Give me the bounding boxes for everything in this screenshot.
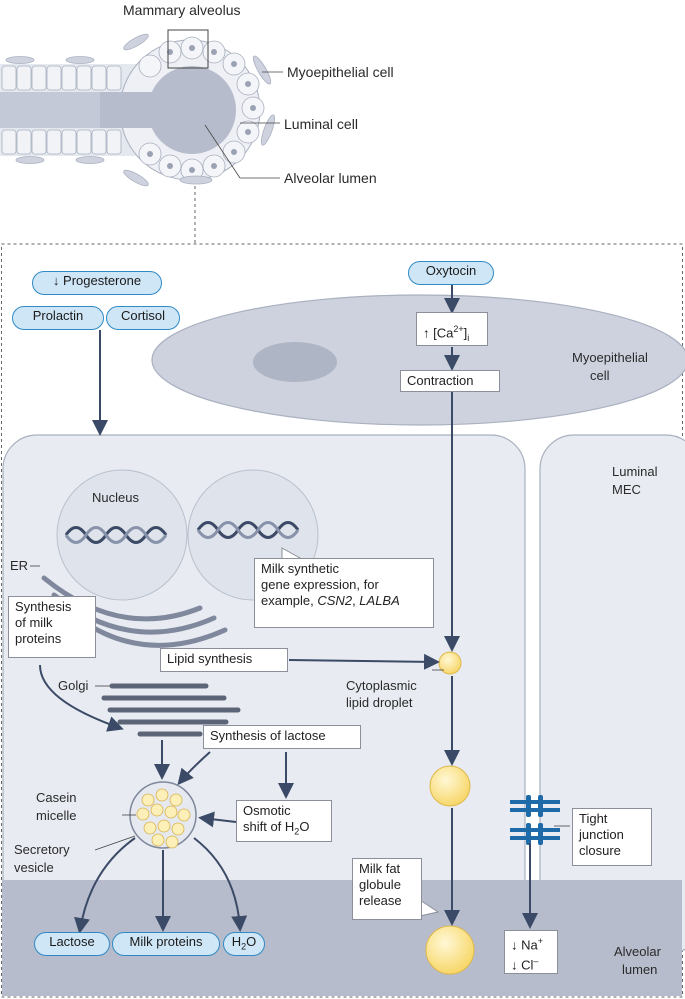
alveolus-inset bbox=[0, 29, 283, 244]
fat-line-2: globule bbox=[359, 877, 401, 892]
osmotic-o: O bbox=[299, 819, 310, 834]
luminal-mec-label-1: Luminal bbox=[612, 464, 658, 479]
osmotic-line-1: Osmotic bbox=[243, 803, 291, 818]
lipid-droplet-growing bbox=[429, 765, 471, 807]
droplet-label-2: lipid droplet bbox=[346, 695, 413, 710]
nucleus-label: Nucleus bbox=[92, 490, 139, 505]
neighbor-luminal-cell bbox=[539, 434, 685, 956]
osmotic-line-2: shift of H2O bbox=[243, 819, 325, 840]
synth-line-2: of milk bbox=[15, 615, 53, 630]
droplet-label-1: Cytoplasmic bbox=[346, 678, 417, 693]
na-sup: + bbox=[537, 936, 543, 946]
gene-line-3: example, CSN2, LALBA bbox=[261, 593, 427, 609]
ion-box: ↓ Na+ ↓ Cl– bbox=[504, 930, 558, 974]
cl-line: ↓ Cl– bbox=[511, 953, 551, 973]
na-line: ↓ Na+ bbox=[511, 933, 551, 953]
myoepithelial-cell-label: Myoepithelial cell bbox=[287, 64, 394, 80]
gene-csn2: CSN2 bbox=[317, 593, 353, 608]
gene-sep: , bbox=[352, 593, 360, 608]
fat-line-1: Milk fat bbox=[359, 861, 401, 876]
contraction-box: Contraction bbox=[400, 370, 500, 392]
casein-micelles bbox=[136, 788, 191, 849]
vesicle-label-2: vesicle bbox=[14, 860, 54, 875]
dna-helix-right bbox=[196, 521, 300, 539]
lipid-droplet bbox=[438, 651, 462, 675]
synth-line-3: proteins bbox=[15, 631, 62, 646]
tight-line-1: Tight bbox=[579, 811, 608, 826]
oxytocin-pill: Oxytocin bbox=[408, 261, 494, 285]
calcium-sub: i bbox=[467, 332, 470, 343]
gene-lalba: LALBA bbox=[359, 593, 400, 608]
dna-helix-left bbox=[64, 526, 168, 544]
nucleus bbox=[56, 469, 188, 601]
osmotic-text: shift of H bbox=[243, 819, 295, 834]
gene-prefix: example, bbox=[261, 593, 318, 608]
myoepithelial-label-2: cell bbox=[590, 368, 610, 383]
luminal-mec-label-2: MEC bbox=[612, 482, 641, 497]
osmotic-sub: 2 bbox=[294, 826, 300, 837]
casein-label-2: micelle bbox=[36, 808, 77, 823]
milk-protein-synthesis-box: Synthesis of milk proteins bbox=[8, 596, 96, 658]
calcium-text: ↑ [Ca bbox=[423, 325, 454, 341]
cortisol-pill: Cortisol bbox=[106, 306, 180, 330]
alveolar-lumen-label-1: Alveolar bbox=[614, 944, 661, 959]
lactose-synthesis-box: Synthesis of lactose bbox=[203, 725, 361, 749]
alveolus-title: Mammary alveolus bbox=[123, 2, 241, 18]
alveolar-lumen-label-2: lumen bbox=[622, 962, 658, 977]
vesicle-label-1: Secretory bbox=[14, 842, 70, 857]
myoepithelial-nucleus bbox=[253, 342, 337, 382]
water-o: O bbox=[246, 934, 257, 949]
lactose-pill: Lactose bbox=[34, 932, 110, 956]
tight-junction-box: Tight junction closure bbox=[572, 808, 652, 866]
synth-line-1: Synthesis bbox=[15, 599, 72, 614]
tight-line-3: closure bbox=[579, 843, 621, 858]
water-pill: H2O bbox=[223, 932, 265, 956]
cl-text: ↓ Cl bbox=[511, 957, 534, 973]
alveolar-lumen-label: Alveolar lumen bbox=[284, 170, 377, 186]
arrows bbox=[39, 285, 538, 934]
luminal-cell-label: Luminal cell bbox=[284, 116, 358, 132]
tight-junction bbox=[510, 795, 560, 845]
milk-fat-globule bbox=[425, 925, 475, 975]
tight-line-2: junction bbox=[579, 827, 624, 842]
er-label: ER bbox=[10, 558, 29, 573]
calcium-sup: 2+ bbox=[453, 324, 464, 334]
myoepithelial-label-1: Myoepithelial bbox=[572, 350, 648, 365]
lipid-synthesis-box: Lipid synthesis bbox=[160, 648, 288, 672]
water-sub: 2 bbox=[241, 941, 247, 952]
golgi bbox=[101, 683, 241, 737]
fat-line-3: release bbox=[359, 893, 402, 908]
prolactin-pill: Prolactin bbox=[12, 306, 104, 330]
milk-fat-release-box: Milk fat globule release bbox=[352, 858, 422, 920]
myoepithelial-cell bbox=[151, 294, 685, 426]
progesterone-pill: ↓ Progesterone bbox=[32, 271, 162, 295]
water-h: H bbox=[231, 934, 242, 949]
leader-lines bbox=[30, 565, 570, 851]
casein-label-1: Casein bbox=[36, 790, 77, 805]
milk-proteins-pill: Milk proteins bbox=[112, 932, 220, 956]
gene-line-2: gene expression, for bbox=[261, 577, 379, 592]
gene-line-1: Milk synthetic bbox=[261, 561, 340, 576]
calcium-box: ↑ [Ca2+]i bbox=[416, 312, 488, 346]
calcium-close: ] bbox=[463, 325, 468, 341]
cl-sup: – bbox=[533, 956, 539, 967]
golgi-label: Golgi bbox=[58, 678, 89, 693]
gene-expression-box: Milk synthetic gene expression, for exam… bbox=[254, 558, 434, 628]
na-text: ↓ Na bbox=[511, 937, 538, 953]
osmotic-shift-box: Osmotic shift of H2O bbox=[236, 800, 332, 842]
